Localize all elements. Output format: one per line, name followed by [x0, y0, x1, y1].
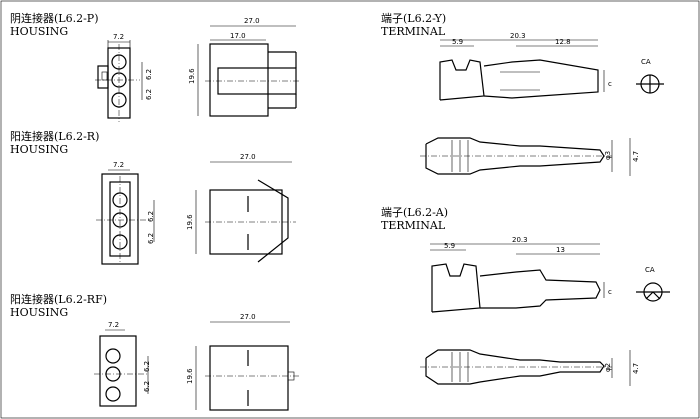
dim-rf-pitch-1: 6.2 — [143, 361, 151, 372]
dim-p-width: 7.2 — [113, 33, 124, 41]
dim-y-c: c — [608, 80, 612, 88]
dim-r-width: 7.2 — [113, 161, 124, 169]
housing-p-front-view: 7.2 6.2 6.2 — [95, 33, 153, 122]
title-housing-p-en: HOUSING — [10, 25, 68, 38]
title-housing-rf-en: HOUSING — [10, 306, 68, 319]
title-housing-rf: 阳连接器(L6.2-RF) — [10, 293, 107, 306]
title-terminal-y-en: TERMINAL — [381, 25, 446, 38]
dim-a-total: 20.3 — [512, 236, 528, 244]
dim-p-length: 27.0 — [244, 17, 260, 25]
title-terminal-a-en: TERMINAL — [381, 219, 446, 232]
dim-a-width: 4.7 — [632, 363, 640, 374]
housing-rf-side-view: 27.0 19.6 — [186, 313, 300, 411]
dim-rf-height: 19.6 — [186, 368, 194, 384]
dim-rf-length: 27.0 — [240, 313, 256, 321]
housing-rf-front-view: 7.2 6.2 6.2 — [94, 321, 151, 407]
dim-p-pitch-2: 6.2 — [145, 89, 153, 100]
title-housing-p: 阴连接器(L6.2-P) — [10, 12, 99, 25]
dim-a-dia: φ2 — [604, 363, 612, 372]
terminal-y-side-view: 5.9 20.3 12.8 c — [439, 32, 612, 101]
housing-r-front-view: 7.2 6.2 6.2 — [96, 161, 155, 265]
dim-a-pin: 13 — [556, 246, 565, 254]
dim-y-dia: φ3 — [604, 151, 612, 160]
dim-p-pitch-1: 6.2 — [145, 69, 153, 80]
dim-a-crimp: 5.9 — [444, 242, 455, 250]
terminal-a-end-view: CA — [636, 266, 670, 302]
housing-r-side-view: 27.0 19.6 — [186, 153, 296, 263]
housing-p-side-view: 27.0 17.0 19.6 — [188, 17, 300, 117]
dim-y-pin: 12.8 — [555, 38, 571, 46]
dim-y-crimp: 5.9 — [452, 38, 463, 46]
dim-r-pitch-2: 6.2 — [147, 233, 155, 244]
title-terminal-y: 端子(L6.2-Y) — [381, 12, 446, 25]
dim-r-length: 27.0 — [240, 153, 256, 161]
dim-r-height: 19.6 — [186, 214, 194, 230]
dim-y-total: 20.3 — [510, 32, 526, 40]
dim-p-height: 19.6 — [188, 68, 196, 84]
dim-r-pitch-1: 6.2 — [147, 211, 155, 222]
title-terminal-a: 端子(L6.2-A) — [381, 206, 448, 219]
dim-y-width: 4.7 — [632, 151, 640, 162]
dim-a-c: c — [608, 288, 612, 296]
label-a-ca: CA — [645, 266, 655, 274]
terminal-y-top-view: φ3 4.7 — [420, 137, 640, 176]
terminal-a-top-view: φ2 4.7 — [420, 349, 640, 386]
dim-rf-pitch-2: 6.2 — [143, 381, 151, 392]
terminal-y-end-view: CA — [636, 58, 664, 94]
title-housing-r-en: HOUSING — [10, 143, 68, 156]
dim-rf-width: 7.2 — [108, 321, 119, 329]
terminal-a-side-view: 5.9 20.3 13 c — [430, 236, 612, 313]
dim-p-inner-length: 17.0 — [230, 32, 246, 40]
title-housing-r: 阳连接器(L6.2-R) — [10, 130, 99, 143]
label-y-ca: CA — [641, 58, 651, 66]
